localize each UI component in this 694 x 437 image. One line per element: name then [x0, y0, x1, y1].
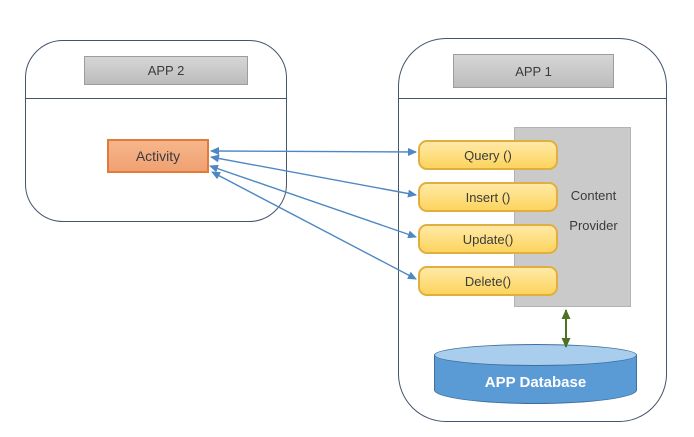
- method-label-insert: Insert (): [465, 189, 511, 205]
- method-box-insert: Insert (): [418, 182, 558, 212]
- app2-divider: [26, 98, 286, 99]
- app2-container: APP 2 Activity: [25, 40, 287, 222]
- activity-box: Activity: [107, 139, 209, 173]
- app-database-cylinder: APP Database: [434, 344, 637, 404]
- database-top-ellipse: [434, 344, 637, 366]
- content-provider-label: Content Provider: [559, 181, 628, 241]
- activity-label: Activity: [135, 148, 181, 164]
- content-provider-line1: Content: [570, 188, 617, 203]
- method-box-delete: Delete(): [418, 266, 558, 296]
- method-box-query: Query (): [418, 140, 558, 170]
- app2-title: APP 2: [147, 63, 185, 78]
- method-label-update: Update(): [462, 231, 514, 247]
- app1-divider: [399, 98, 666, 99]
- app1-container: APP 1 Content Provider Query () Insert (…: [398, 38, 667, 422]
- method-label-delete: Delete(): [464, 273, 512, 289]
- database-label: APP Database: [484, 373, 587, 391]
- app1-title: APP 1: [515, 63, 552, 79]
- method-label-query: Query (): [464, 147, 512, 163]
- app1-title-bar: APP 1: [453, 54, 614, 88]
- content-provider-line2: Provider: [569, 218, 618, 233]
- method-box-update: Update(): [418, 224, 558, 254]
- app2-title-bar: APP 2: [84, 56, 248, 85]
